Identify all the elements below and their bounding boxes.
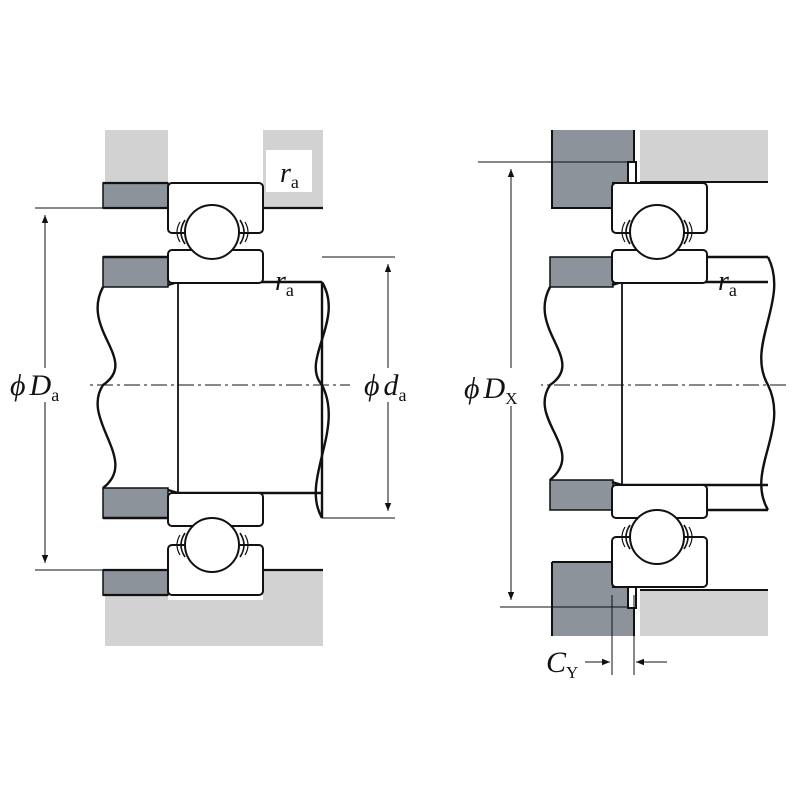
ra-shaft-label: ra (275, 266, 294, 300)
left-shaft (96, 255, 330, 520)
left-bearing-top (167, 182, 264, 284)
right-bearing-top (611, 182, 708, 284)
ra-housing-label: ra (280, 158, 299, 192)
cy-dimension (585, 595, 667, 675)
ra-label-box (266, 150, 312, 192)
left-bearing-bottom (167, 492, 264, 596)
ra-shaft-label-right: ra (718, 266, 737, 300)
right-bearing-bottom (611, 484, 708, 588)
left-shoulders (102, 182, 169, 596)
cy-label: CY (546, 646, 578, 682)
right-shaft (543, 255, 776, 512)
